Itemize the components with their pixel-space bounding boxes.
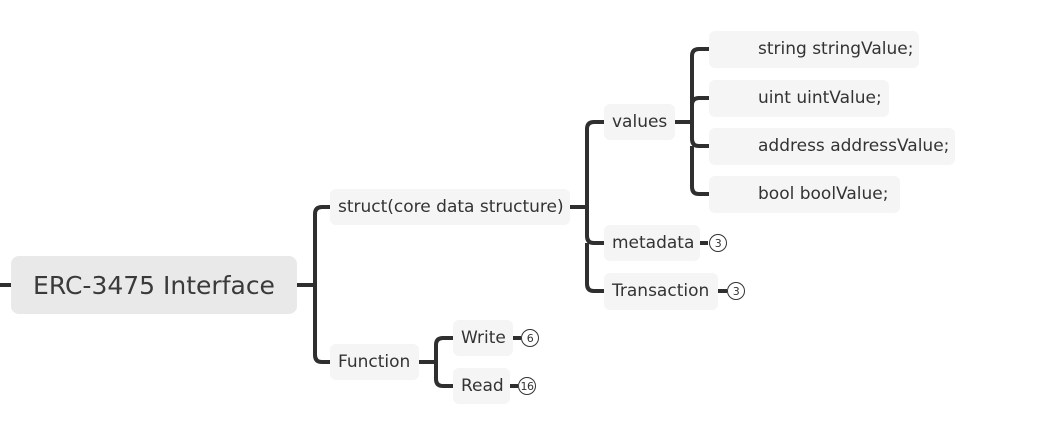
node-metadata-label: metadata [612,232,695,253]
branch-uint-connector [690,96,709,122]
branch-function-connector [313,285,330,364]
branch-write-connector [434,336,453,362]
node-struct[interactable]: struct(core data structure) [330,189,570,225]
node-bool-value-label: bool boolValue; [758,184,889,204]
node-values-label: values [612,111,668,132]
node-write-label: Write [461,327,506,348]
node-uint-value[interactable]: uint uintValue; [709,80,889,117]
write-collapse-count: 6 [526,331,534,345]
metadata-collapse-badge[interactable]: 3 [709,234,727,252]
node-write[interactable]: Write [453,320,513,356]
node-struct-label: struct(core data structure) [338,196,564,217]
node-bool-value[interactable]: bool boolValue; [709,176,900,213]
branch-address-connector [690,122,709,148]
metadata-collapse-count: 3 [714,236,722,250]
node-read[interactable]: Read [453,368,510,404]
node-metadata[interactable]: metadata [604,225,700,261]
transaction-collapse-count: 3 [732,284,740,298]
root-node-label: ERC-3475 Interface [33,270,275,300]
branch-transaction-connector [585,243,604,293]
branch-metadata-connector [585,207,604,245]
node-read-label: Read [461,375,504,396]
branch-read-connector [434,362,453,388]
transaction-collapse-badge[interactable]: 3 [727,282,745,300]
read-collapse-badge[interactable]: 16 [518,377,536,395]
node-address-value[interactable]: address addressValue; [709,128,955,165]
root-node[interactable]: ERC-3475 Interface [11,256,297,314]
branch-string-connector [690,47,709,122]
node-address-value-label: address addressValue; [758,136,950,156]
node-values[interactable]: values [604,104,675,140]
write-collapse-badge[interactable]: 6 [521,329,539,347]
branch-struct-connector [313,205,330,285]
node-function[interactable]: Function [330,344,419,380]
branch-values-connector [585,120,604,207]
node-function-label: Function [338,351,411,372]
node-uint-value-label: uint uintValue; [758,88,882,108]
read-collapse-count: 16 [520,379,535,393]
node-transaction-label: Transaction [612,281,710,301]
node-string-value[interactable]: string stringValue; [709,31,919,68]
node-transaction[interactable]: Transaction [604,273,718,310]
branch-bool-connector [690,146,709,196]
node-string-value-label: string stringValue; [758,39,914,59]
